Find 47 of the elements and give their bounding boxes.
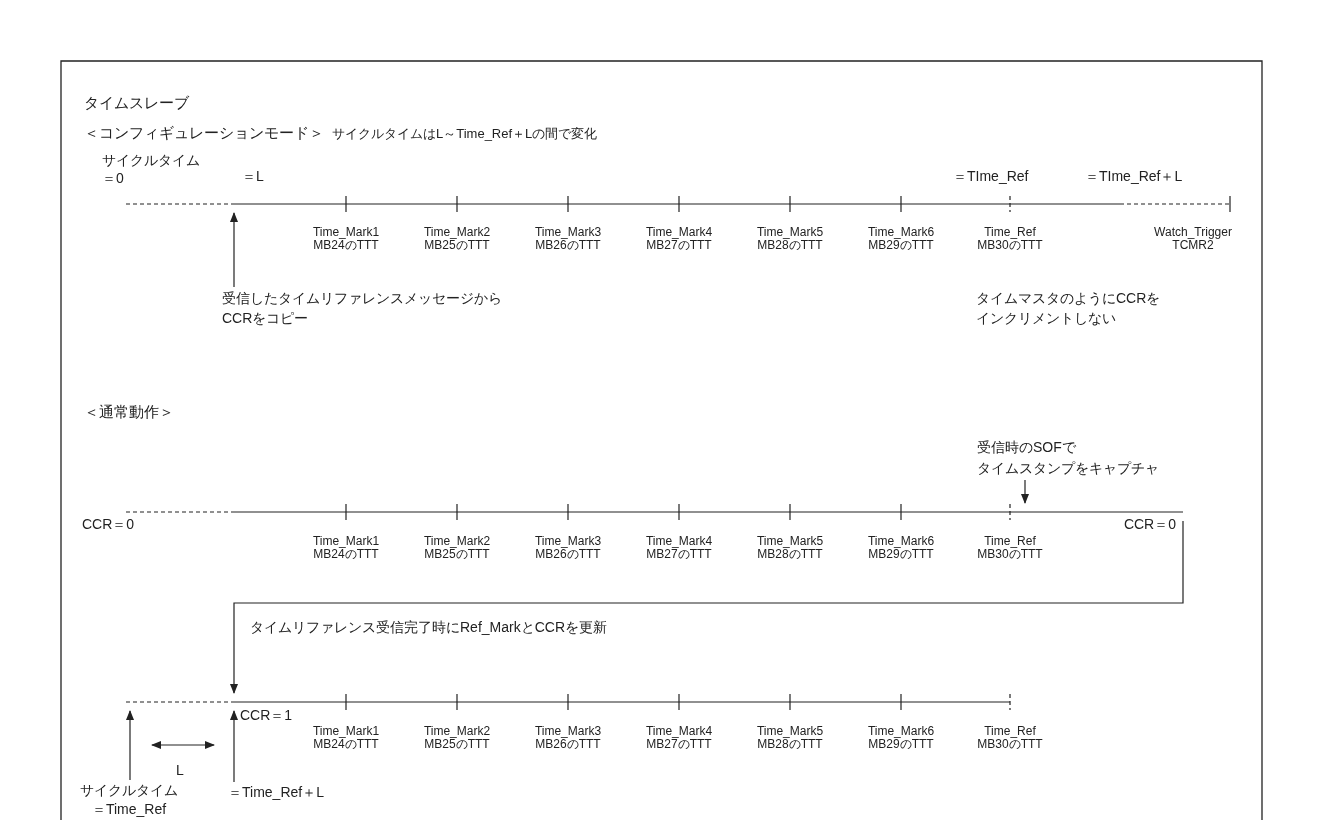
arrow: [230, 710, 238, 783]
label: ＝L: [242, 167, 264, 186]
label: ＝TIme_Ref: [953, 167, 1029, 186]
label: ＝TIme_Ref＋L: [1085, 167, 1183, 186]
tick-label: Time_Ref MB30のTTT: [977, 725, 1043, 751]
arrow: [1021, 479, 1029, 504]
tick-label: Time_Mark3 MB26のTTT: [534, 226, 602, 252]
timeline: [126, 694, 1014, 710]
label: L: [176, 761, 184, 780]
section-heading: ＜通常動作＞: [84, 402, 174, 422]
tick-label: Watch_Trigger TCMR2: [1154, 226, 1232, 252]
tick-label: Time_Mark6 MB29のTTT: [867, 535, 935, 561]
tick-label: Time_Mark4 MB27のTTT: [645, 725, 713, 751]
arrow: [126, 710, 134, 781]
tick-label: Time_Mark3 MB26のTTT: [534, 725, 602, 751]
arrow: [230, 520, 1184, 694]
tick-label: Time_Mark1 MB24のTTT: [312, 226, 380, 252]
tick-label: Time_Mark6 MB29のTTT: [867, 725, 935, 751]
arrow: [230, 212, 238, 288]
callout-text: 受信したタイムリファレンスメッセージからCCRをコピー: [222, 288, 502, 328]
callout-text: ＝Time_Ref＋L: [228, 783, 324, 802]
tick-label: Time_Mark6 MB29のTTT: [867, 226, 935, 252]
tick-label: Time_Mark2 MB25のTTT: [423, 226, 491, 252]
tick-label: Time_Mark2 MB25のTTT: [423, 725, 491, 751]
tick-label: Time_Mark5 MB28のTTT: [756, 725, 824, 751]
tick-label: Time_Mark3 MB26のTTT: [534, 535, 602, 561]
tick-label: Time_Mark1 MB24のTTT: [312, 725, 380, 751]
tick-label: Time_Mark1 MB24のTTT: [312, 535, 380, 561]
label: タイムマスタのようにCCRをインクリメントしない: [976, 289, 1161, 328]
tick-label: Time_Mark5 MB28のTTT: [756, 226, 824, 252]
label: CCR＝1: [240, 706, 293, 725]
timeline: [126, 196, 1234, 212]
label: CCR＝0: [82, 515, 135, 534]
tick-label: Time_Mark4 MB27のTTT: [645, 226, 713, 252]
tick-label: Time_Ref MB30のTTT: [977, 226, 1043, 252]
title: タイムスレーブ: [84, 93, 189, 113]
tick-label: Time_Ref MB30のTTT: [977, 535, 1043, 561]
label: CCR＝0: [1123, 515, 1176, 534]
label: サイクルタイム＝0: [102, 151, 200, 187]
label: サイクルタイムはL～Time_Ref＋Lの間で変化: [332, 125, 598, 143]
section-heading: ＜コンフィギュレーションモード＞: [84, 123, 324, 143]
tick-label: Time_Mark4 MB27のTTT: [645, 535, 713, 561]
callout-text: 受信時のSOFでタイムスタンプをキャプチャ: [977, 437, 1159, 479]
edge-label: タイムリファレンス受信完了時にRef_MarkとCCRを更新: [250, 617, 607, 637]
tick-label: Time_Mark2 MB25のTTT: [423, 535, 491, 561]
tick-label: Time_Mark5 MB28のTTT: [756, 535, 824, 561]
callout-text: サイクルタイム＝Time_Ref: [80, 781, 178, 819]
